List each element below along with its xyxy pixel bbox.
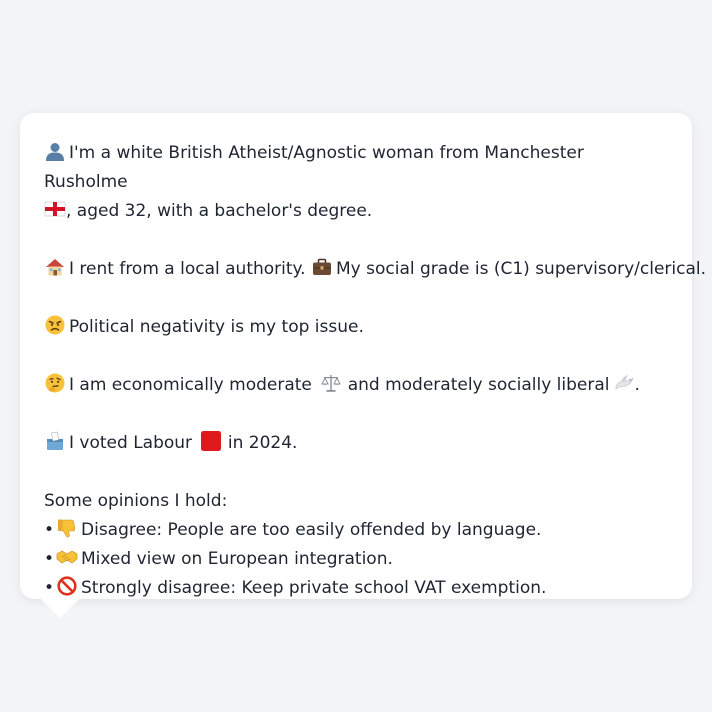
issue-paragraph: Political negativity is my top issue. <box>44 313 672 342</box>
house-icon <box>44 256 66 278</box>
ballot-box-icon <box>44 430 66 452</box>
opinion-item: • Mixed view on European integration. <box>44 545 672 574</box>
identity-text: I'm a white British Atheist/Agnostic wom… <box>44 143 584 192</box>
bubble-tail <box>40 598 80 618</box>
economic-stance-text: I am economically moderate <box>69 375 312 395</box>
age-education-text: , aged 32, with a bachelor's degree. <box>66 201 373 221</box>
person-silhouette-icon <box>44 140 66 162</box>
handshake-icon <box>56 546 78 568</box>
dove-icon <box>613 372 635 394</box>
opinion-text: Mixed view on European integration. <box>81 549 393 569</box>
housing-paragraph: I rent from a local authority. My social… <box>44 255 706 284</box>
top-issue-text: Political negativity is my top issue. <box>69 317 364 337</box>
opinion-item: • Disagree: People are too easily offend… <box>44 516 672 545</box>
bullet: • <box>44 549 55 569</box>
prohibited-icon <box>56 575 78 597</box>
persona-message-bubble: I'm a white British Atheist/Agnostic wom… <box>20 113 706 599</box>
social-stance-text: and moderately socially liberal <box>347 375 610 395</box>
opinion-text: Strongly disagree: Keep private school V… <box>81 578 547 598</box>
vote-text: I voted Labour <box>69 433 193 453</box>
opinions-title: Some opinions I hold: <box>44 491 228 511</box>
balance-scale-icon <box>320 372 342 394</box>
social-grade-text: My social grade is (C1) supervisory/cler… <box>336 259 707 279</box>
opinion-text: Disagree: People are too easily offended… <box>81 520 542 540</box>
identity-paragraph: I'm a white British Atheist/Agnostic wom… <box>44 139 672 226</box>
opinions-section: Some opinions I hold: • Disagree: People… <box>44 487 672 603</box>
vote-paragraph: I voted Labour in 2024. <box>44 429 672 458</box>
bullet: • <box>44 578 55 598</box>
politics-period: . <box>634 375 640 395</box>
england-flag-icon <box>44 198 66 220</box>
briefcase-icon <box>311 256 333 278</box>
vote-year-text: in 2024. <box>227 433 298 453</box>
angry-face-icon <box>44 314 66 336</box>
bullet: • <box>44 520 55 540</box>
thinking-face-icon <box>44 372 66 394</box>
politics-paragraph: I am economically moderate and moderatel… <box>44 371 672 400</box>
opinion-item: • Strongly disagree: Keep private school… <box>44 574 672 603</box>
thumbs-down-icon <box>56 517 78 539</box>
labour-red-square-icon <box>200 430 222 452</box>
housing-text: I rent from a local authority. <box>69 259 306 279</box>
